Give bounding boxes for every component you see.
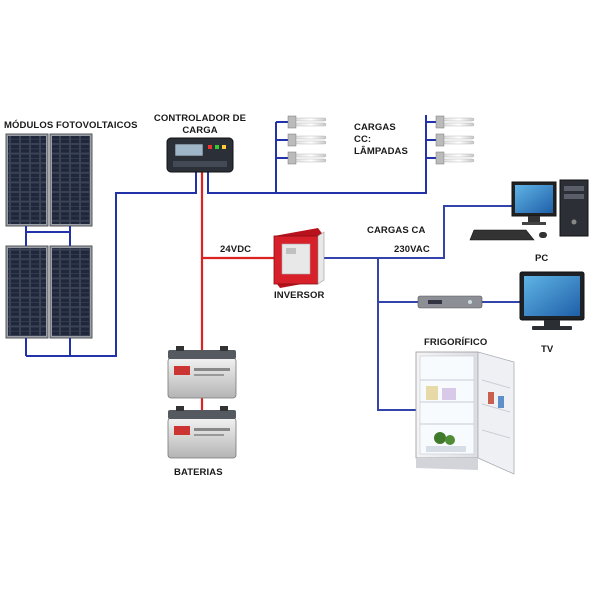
panel-link-wire-top bbox=[25, 226, 71, 233]
lamp-icon bbox=[287, 151, 327, 165]
pc-icon bbox=[469, 179, 589, 241]
lamp-icon bbox=[435, 133, 475, 147]
controller-to-lamps-wire bbox=[207, 115, 427, 194]
dc-loads-label: CARGAS CC: LÂMPADAS bbox=[354, 122, 408, 157]
inverter-to-pc-wire bbox=[324, 205, 520, 259]
fridge-icon bbox=[415, 351, 515, 475]
pv-modules bbox=[5, 133, 93, 356]
dc-wiring bbox=[25, 115, 436, 357]
pv-to-controller-wire bbox=[70, 172, 197, 357]
pv-panel-bottom-left bbox=[5, 245, 49, 339]
dc-voltage-label: 24VDC bbox=[220, 244, 252, 255]
ac-voltage-label: 230VAC bbox=[394, 244, 430, 255]
battery-bottom bbox=[167, 406, 237, 459]
lamp-icon bbox=[287, 115, 327, 129]
battery-top bbox=[167, 346, 237, 399]
charge-controller-device bbox=[166, 137, 234, 173]
inverter-device bbox=[273, 228, 325, 288]
fridge-label: FRIGORÍFICO bbox=[424, 337, 488, 348]
lamp-icon bbox=[435, 115, 475, 129]
lamp-icon bbox=[435, 151, 475, 165]
ac-wiring bbox=[324, 205, 520, 411]
inverter-label: INVERSOR bbox=[274, 290, 325, 301]
tv-icon bbox=[519, 271, 585, 330]
ac-loads-label: CARGAS CA bbox=[367, 225, 426, 236]
pv-panel-top-right bbox=[49, 133, 93, 227]
ac-bus-to-fridge-wire bbox=[377, 258, 418, 411]
pc-label: PC bbox=[535, 253, 549, 264]
dc-lamps bbox=[287, 115, 475, 165]
decoder-icon bbox=[417, 295, 483, 309]
lamp-icon bbox=[287, 133, 327, 147]
charge-controller-label: CONTROLADOR DE CARGA bbox=[153, 113, 247, 136]
pv-panel-top-left bbox=[5, 133, 49, 227]
pv-modules-label: MÓDULOS FOTOVOLTAICOS bbox=[4, 120, 138, 131]
battery-wiring bbox=[200, 172, 274, 412]
pv-panel-bottom-right bbox=[49, 245, 93, 339]
tv-label: TV bbox=[541, 344, 554, 355]
batteries-label: BATERIAS bbox=[174, 467, 223, 478]
